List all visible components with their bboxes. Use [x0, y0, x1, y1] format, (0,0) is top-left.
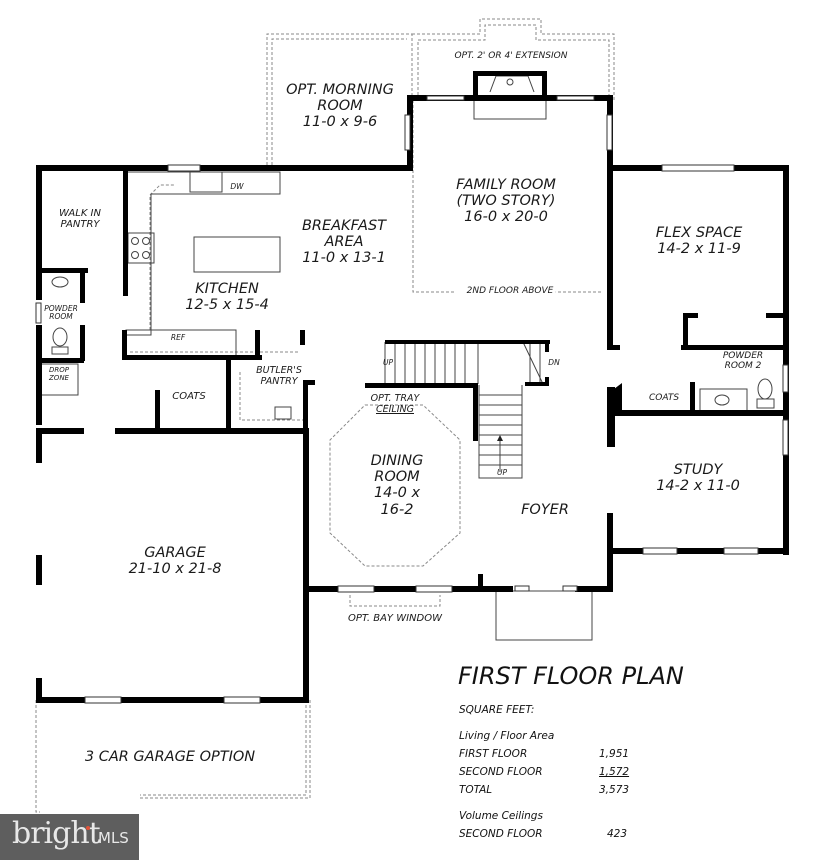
room-label-powder-room: POWDER ROOM [44, 304, 78, 322]
sqft-subheading: Living / Floor Area [459, 730, 555, 742]
fixture-label: DW [230, 182, 244, 191]
room-label-extension: OPT. 2' OR 4' EXTENSION [455, 51, 568, 61]
sqft-label: TOTAL [459, 784, 493, 796]
sqft-value: 3,573 [599, 784, 630, 796]
bright-mls-watermark: bright MLS [0, 814, 139, 860]
stair-down-label: DN [548, 358, 560, 367]
sqft-value: 1,951 [599, 748, 630, 760]
room-name: WALK IN [59, 208, 101, 219]
annotation: 2ND FLOOR ABOVE [466, 286, 554, 296]
room-dimensions: 11-0 x 13-1 [302, 250, 386, 267]
windows [35, 95, 789, 704]
room-name: OPT. 2' OR 4' EXTENSION [454, 51, 568, 61]
room-label-flex-space: FLEX SPACE 14-2 x 11-9 [656, 225, 743, 257]
room-name: COATS [648, 393, 680, 403]
watermark-suffix: MLS [98, 829, 129, 847]
room-dimensions: 14-2 x 11-0 [656, 478, 740, 495]
annotation: CEILING [375, 403, 414, 415]
room-label-family-room: FAMILY ROOM (TWO STORY) 16-0 x 20-0 [456, 177, 556, 226]
room-name: POWDER [722, 351, 764, 361]
room-dimensions: 12-5 x 15-4 [185, 297, 269, 314]
room-name: PANTRY [60, 219, 100, 231]
sqft-heading: SQUARE FEET: [459, 704, 535, 716]
room-label-kitchen: KITCHEN 12-5 x 15-4 [185, 281, 269, 313]
room-label-drop-zone: DROP ZONE [49, 366, 69, 383]
room-name: BUTLER'S [256, 365, 302, 376]
sqft-row: SECOND FLOOR 1,572 [459, 766, 659, 784]
room-label-coats-right: COATS [649, 393, 679, 403]
bay-window-label: OPT. BAY WINDOW [348, 613, 442, 624]
sqft-label: FIRST FLOOR [459, 748, 528, 760]
room-name: ROOM [317, 98, 363, 115]
room-name: FAMILY ROOM [456, 177, 556, 193]
room-dimensions: 14-0 x [373, 485, 421, 502]
room-label-butlers-pantry: BUTLER'S PANTRY [256, 365, 302, 387]
room-name: 3 CAR GARAGE OPTION [84, 749, 256, 765]
room-name: POWDER [44, 304, 78, 313]
room-dimensions: 16-0 x 20-0 [464, 209, 548, 226]
sqft-value: 423 [607, 828, 628, 840]
room-dimensions: 14-2 x 11-9 [657, 241, 741, 258]
watermark-brand: bright [12, 816, 101, 851]
second-floor-above-label: 2ND FLOOR ABOVE [464, 286, 556, 297]
optional-outlines [35, 18, 615, 813]
room-name: DROP [49, 366, 69, 374]
room-label-study: STUDY 14-2 x 11-0 [656, 462, 740, 494]
annotation: OPT. TRAY [370, 393, 420, 404]
watermark-accent-dot [86, 826, 90, 830]
fixture-label: UP [496, 468, 508, 477]
stair-up-label: UP [496, 468, 508, 477]
square-feet-table: SQUARE FEET: Living / Floor Area FIRST F… [459, 704, 659, 846]
stair-up-label: UP [382, 358, 394, 367]
room-label-morning-room: OPT. MORNING ROOM 11-0 x 9-6 [286, 82, 394, 131]
room-name: ROOM 2 [724, 361, 762, 372]
room-label-powder-room-2: POWDER ROOM 2 [723, 351, 763, 371]
room-dimensions: 21-10 x 21-8 [128, 561, 222, 578]
room-name: ZONE [49, 373, 69, 382]
sqft-row: FIRST FLOOR 1,951 [459, 748, 659, 766]
room-name: ROOM [49, 312, 73, 322]
dishwasher-label: DW [230, 182, 244, 191]
room-label-coats-left: COATS [172, 391, 205, 402]
fixture-label: DN [548, 358, 560, 367]
room-name: OPT. MORNING [286, 82, 394, 98]
room-name: COATS [172, 391, 206, 402]
tray-ceiling-label: OPT. TRAY CEILING [370, 393, 420, 415]
room-name: KITCHEN [195, 281, 259, 297]
sqft-value: 1,572 [599, 766, 630, 778]
room-name: DINING [370, 453, 424, 469]
plan-title: FIRST FLOOR PLAN [458, 662, 684, 690]
room-label-dining-room: DINING ROOM 14-0 x 16-2 [371, 453, 424, 518]
room-name: BREAKFAST [301, 218, 387, 234]
sqft-row: SECOND FLOOR 423 [459, 828, 659, 846]
room-name: STUDY [673, 462, 723, 478]
volume-heading: Volume Ceilings [459, 810, 543, 822]
room-dimensions: 11-0 x 9-6 [302, 114, 378, 131]
room-name: ROOM [374, 469, 420, 486]
sqft-label: SECOND FLOOR [459, 766, 543, 778]
room-label-breakfast: BREAKFAST AREA 11-0 x 13-1 [302, 218, 386, 267]
annotation: OPT. BAY WINDOW [348, 613, 442, 624]
fixture-label: UP [382, 358, 394, 367]
fixture-label: REF [170, 333, 186, 342]
sqft-label: SECOND FLOOR [459, 828, 543, 840]
room-label-foyer: FOYER [521, 502, 569, 518]
room-label-walk-in-pantry: WALK IN PANTRY [59, 208, 101, 230]
refrigerator-label: REF [170, 333, 186, 342]
room-name: FLEX SPACE [655, 225, 743, 241]
room-name: AREA [324, 234, 364, 251]
room-name: FOYER [521, 502, 569, 518]
room-label-garage: GARAGE 21-10 x 21-8 [129, 545, 222, 577]
room-dimensions: 16-2 [380, 501, 414, 518]
room-label-three-car-garage: 3 CAR GARAGE OPTION [85, 749, 255, 765]
room-name: PANTRY [260, 375, 298, 387]
sqft-row: TOTAL 3,573 [459, 784, 659, 802]
room-name: (TWO STORY) [456, 193, 556, 210]
room-name: GARAGE [144, 545, 206, 561]
